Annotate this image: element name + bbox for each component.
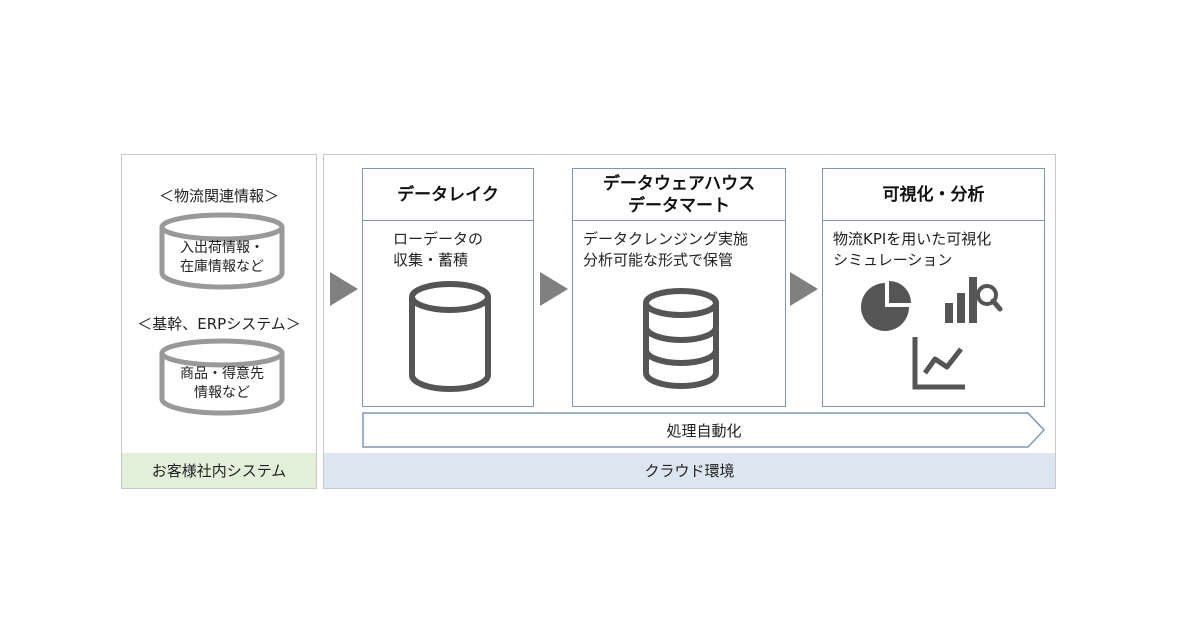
- erp-database: 商品・得意先 情報など: [156, 337, 288, 419]
- database-cylinder-icon: [159, 212, 285, 290]
- flow-arrow-icon: [790, 272, 818, 306]
- bar-chart-search-icon: [945, 277, 1003, 323]
- line-chart-icon: [912, 337, 965, 390]
- flow-arrow-icon: [540, 272, 568, 306]
- automation-arrow: [362, 412, 1046, 448]
- visualization-desc: 物流KPIを用いた可視化 シミュレーション: [833, 230, 992, 269]
- erp-system-label: ＜基幹、ERPシステム＞: [137, 315, 301, 333]
- data-warehouse-desc: データクレンジング実施 分析可能な形式で保管: [583, 230, 749, 269]
- automation-label: 処理自動化: [666, 421, 742, 440]
- data-lake-title: データレイク: [363, 169, 533, 221]
- stacked-database-icon: [643, 288, 719, 389]
- erp-database-text: 商品・得意先 情報など: [180, 366, 264, 401]
- data-lake-box: データレイク ローデータの 収集・蓄積: [362, 168, 534, 407]
- data-warehouse-title: データウェアハウス データマート: [573, 169, 785, 221]
- visualization-box: 可視化・分析 物流KPIを用いた可視化 シミュレーション: [822, 168, 1045, 407]
- logistics-database-text: 入出荷情報・ 在庫情報など: [180, 240, 264, 275]
- database-cylinder-icon: [159, 338, 285, 416]
- customer-system-footer: お客様社内システム: [122, 453, 316, 488]
- pie-chart-icon: [861, 281, 911, 331]
- customer-system-panel: ＜物流関連情報＞ 入出荷情報・ 在庫情報など ＜基幹、ERPシステム＞ 商品・得…: [121, 154, 317, 489]
- cloud-environment-footer: クラウド環境: [324, 453, 1055, 488]
- visualization-title: 可視化・分析: [823, 169, 1044, 221]
- database-icon: [409, 281, 491, 392]
- flow-arrow-icon: [330, 272, 358, 306]
- logistics-database: 入出荷情報・ 在庫情報など: [156, 211, 288, 293]
- logistics-info-label: ＜物流関連情報＞: [158, 187, 279, 205]
- data-lake-desc: ローデータの 収集・蓄積: [393, 230, 484, 269]
- data-warehouse-box: データウェアハウス データマート データクレンジング実施 分析可能な形式で保管: [572, 168, 786, 407]
